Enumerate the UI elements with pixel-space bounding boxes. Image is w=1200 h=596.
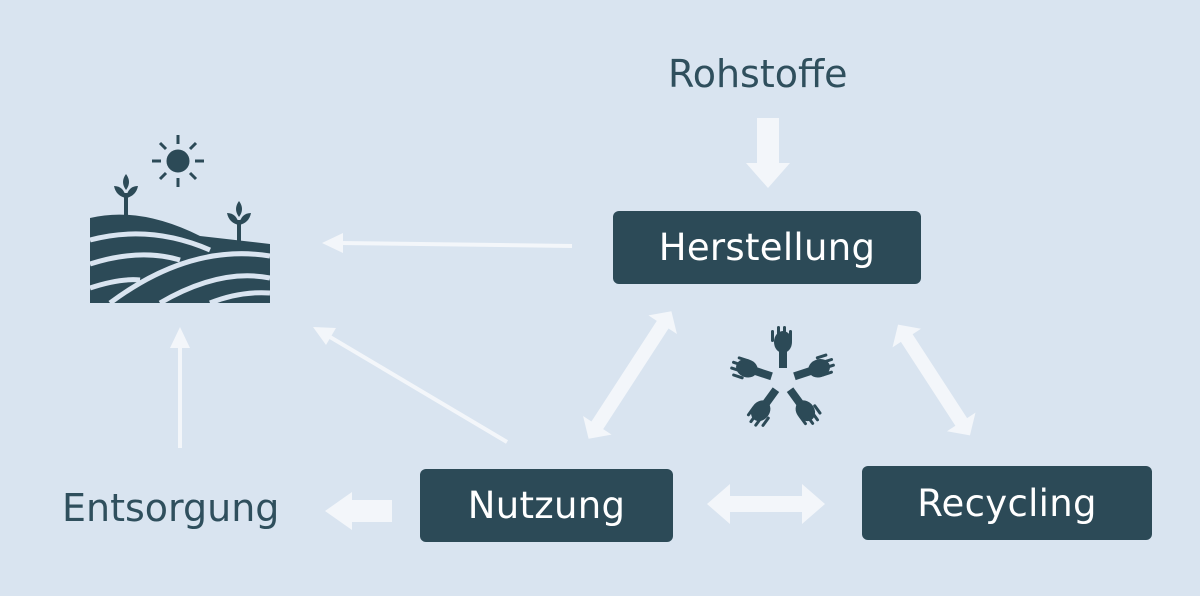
recycling-box: Recycling (862, 466, 1152, 540)
arrow-manufacturing-usage (583, 311, 677, 439)
manufacturing-label: Herstellung (658, 226, 876, 269)
arrow-usage-to-disposal (325, 492, 392, 530)
recycling-label: Recycling (917, 481, 1097, 525)
arrow-manufacturing-to-landscape (322, 233, 573, 253)
arrow-raw-to-manufacturing (746, 118, 790, 188)
disposal-label: Entsorgung (62, 486, 280, 530)
arrow-disposal-to-landscape (170, 327, 190, 448)
manufacturing-box: Herstellung (613, 211, 921, 284)
arrow-usage-recycling (707, 484, 825, 524)
arrow-manufacturing-recycling (892, 324, 976, 436)
hands-circle-icon (730, 326, 835, 427)
sun-icon (152, 135, 204, 187)
usage-label: Nutzung (467, 484, 626, 527)
usage-box: Nutzung (420, 469, 673, 542)
raw-materials-label: Rohstoffe (668, 52, 848, 96)
landscape-icon (89, 135, 271, 306)
arrow-usage-to-landscape (313, 327, 509, 444)
